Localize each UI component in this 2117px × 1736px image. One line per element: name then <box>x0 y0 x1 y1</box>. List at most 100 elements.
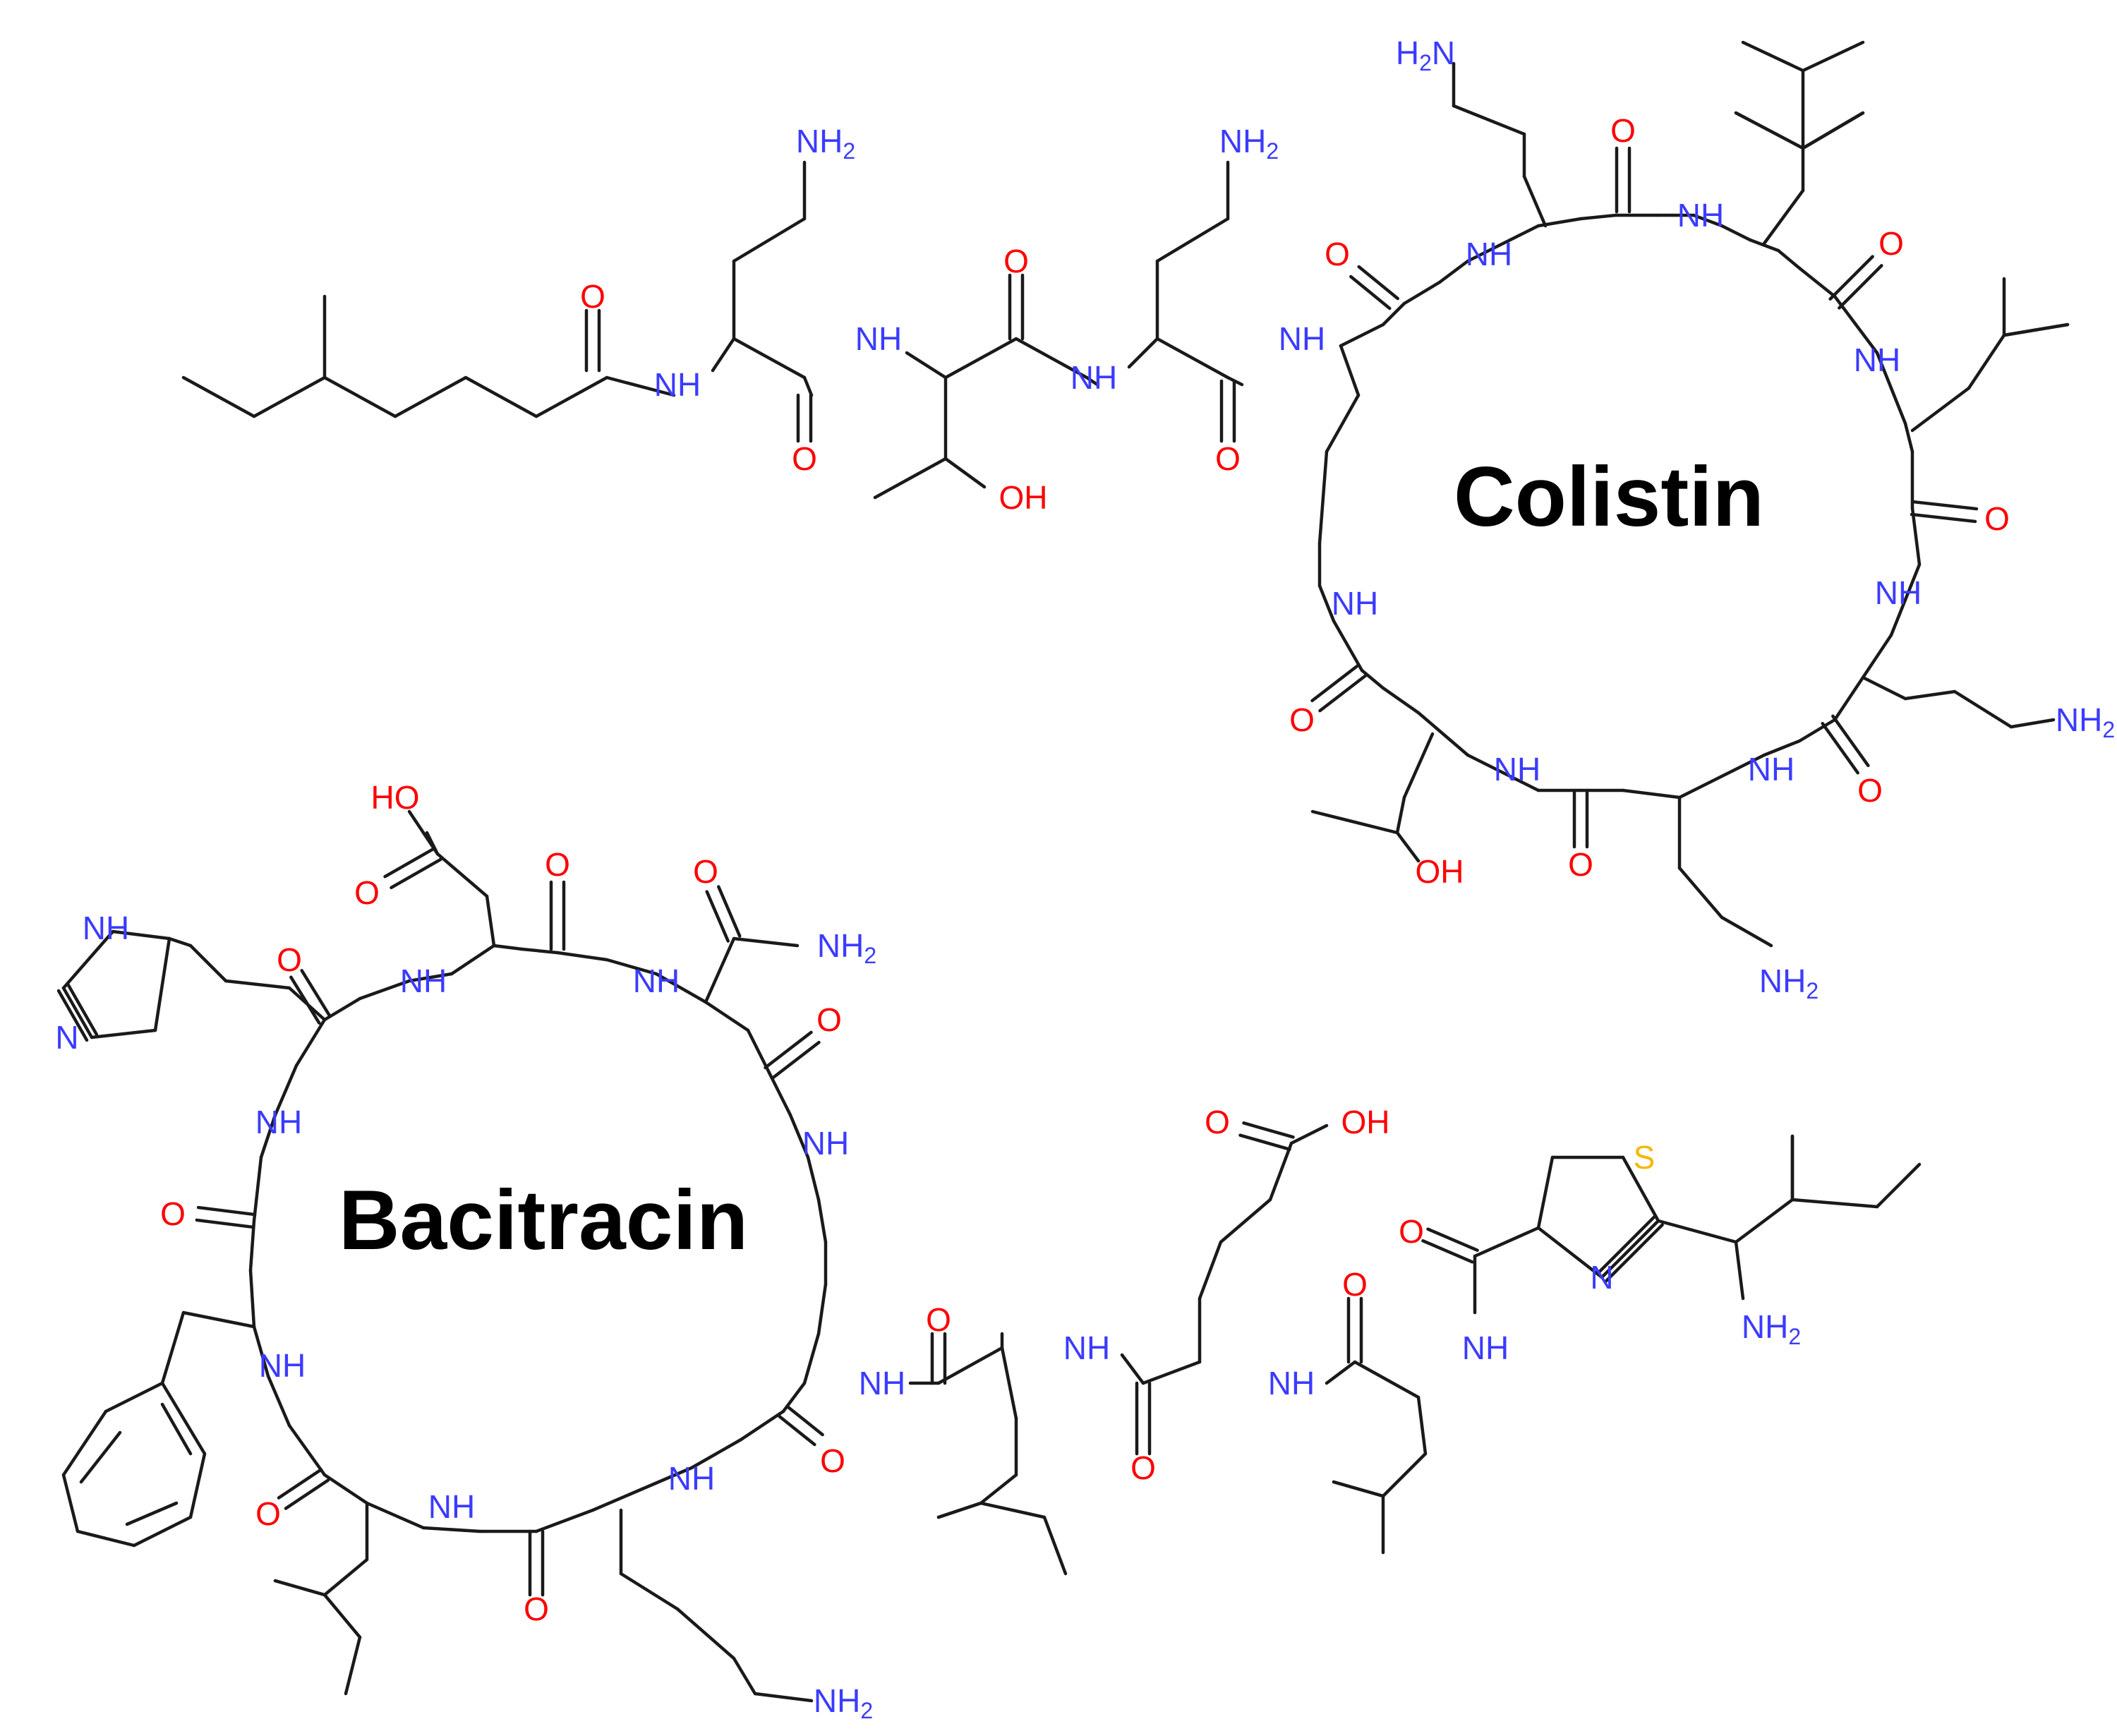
colistin-ring <box>1776 248 1802 270</box>
colistin-ring <box>1889 386 1907 426</box>
imine-bond <box>56 989 89 1042</box>
bacitracin-ring <box>806 1155 821 1202</box>
colistin-ring <box>1691 213 1724 228</box>
carbonyl-bond <box>390 857 442 890</box>
bacitracin-ring <box>605 958 658 976</box>
side-chain <box>435 852 489 898</box>
tail-chain <box>534 375 609 418</box>
colistin-ring <box>1339 323 1385 348</box>
bacitracin-ring <box>273 1063 298 1117</box>
nh-group: NH <box>1854 342 1900 378</box>
phenyl-ring <box>160 1381 207 1456</box>
bond-lines <box>56 40 2070 1703</box>
carbonyl-bond <box>705 890 730 943</box>
side-chain <box>1677 866 1724 920</box>
amine-group: NH2 <box>1219 123 1279 164</box>
bacitracin-ring <box>492 944 524 951</box>
nh-group: NH <box>400 963 447 999</box>
colistin-ring <box>1854 323 1879 355</box>
colistin-ring <box>1402 280 1442 306</box>
nh-group: NH <box>1677 197 1724 234</box>
backbone <box>1473 1226 1540 1258</box>
side-chain <box>1790 1198 1879 1209</box>
side-chain <box>1967 333 2006 390</box>
colistin-ring <box>1903 562 1922 602</box>
side-chain <box>273 1579 327 1597</box>
oxygen-atom: O <box>1610 112 1636 149</box>
bacitracin-ring <box>520 947 560 955</box>
backbone <box>1353 1360 1421 1399</box>
hydroxyl-group: HO <box>371 779 420 816</box>
bacitracin-ring <box>788 1113 810 1159</box>
colistin-ring <box>1381 686 1421 715</box>
backbone <box>1155 337 1230 380</box>
amine-group: NH2 <box>814 1682 873 1723</box>
amine-group: H2N <box>1396 35 1455 76</box>
tail-chain <box>393 375 468 418</box>
carbonyl-bond <box>717 885 742 938</box>
carbonyl-bond <box>764 1030 813 1070</box>
side-chain <box>188 944 228 983</box>
nh-group: NH <box>654 366 701 403</box>
side-chain <box>1801 40 1865 73</box>
colistin-ring <box>1861 633 1893 680</box>
side-chain <box>1452 104 1526 136</box>
oxygen-atom: O <box>1289 701 1315 738</box>
thiazoline-ring <box>1621 1155 1660 1223</box>
side-chain <box>322 1593 362 1639</box>
colistin-ring <box>1317 584 1336 623</box>
imidazoline-ring <box>61 986 94 1039</box>
colistin-ring <box>1910 506 1922 567</box>
backbone <box>1120 1353 1145 1385</box>
carbonyl-bond <box>277 1468 323 1500</box>
colistin-ring <box>1762 739 1802 757</box>
imine-bond <box>1596 1215 1656 1275</box>
carbonyl-bond <box>778 1414 816 1447</box>
bacitracin-ring <box>739 1409 785 1442</box>
colistin-ring <box>1833 294 1858 327</box>
sulfur-atom: S <box>1634 1139 1655 1176</box>
colistin-ring <box>1416 711 1470 757</box>
colistin-ring <box>1437 259 1470 284</box>
bacitracin-ring <box>802 1332 821 1385</box>
side-chain <box>732 936 800 948</box>
carbonyl-bond <box>1242 1121 1295 1139</box>
bacitracin-ring <box>287 1423 327 1477</box>
side-chain <box>1656 1219 1738 1244</box>
colistin-label: Colistin <box>1454 450 1764 544</box>
nh-group: NH <box>1875 574 1922 611</box>
nh-group: NH <box>255 1104 302 1140</box>
bacitracin-ring <box>252 1155 263 1223</box>
aromatic-bond <box>160 1402 193 1456</box>
nitrogen-atom: N <box>1590 1259 1613 1296</box>
imidazoline-ring <box>61 929 115 990</box>
amine-bond <box>1734 1240 1745 1301</box>
bacitracin-ring <box>358 979 411 1001</box>
aromatic-bond <box>125 1501 179 1526</box>
backbone <box>936 1346 1004 1385</box>
carbonyl-bond <box>196 1205 257 1217</box>
nh-group: NH <box>1332 585 1378 622</box>
hydroxyl-bond <box>1395 831 1421 863</box>
side-chain <box>1903 689 1957 701</box>
bacitracin-ring <box>248 1219 256 1272</box>
imidazoline-ring <box>111 929 171 941</box>
thiazoline-ring <box>1600 1219 1660 1279</box>
side-chain <box>1910 386 1971 433</box>
colistin-ring <box>1889 598 1907 637</box>
bacitracin-ring <box>767 1071 792 1117</box>
nh-group: NH <box>1279 320 1325 357</box>
side-chain <box>1522 174 1548 228</box>
colistin-ring <box>1875 351 1893 390</box>
carbonyl-bond <box>1911 500 1979 511</box>
side-chain <box>1801 111 1865 150</box>
oxygen-atom: O <box>816 1001 842 1038</box>
nh-group: NH <box>1268 1365 1315 1402</box>
side-chain <box>1268 1141 1293 1202</box>
amine-group: NH2 <box>1742 1308 1801 1349</box>
tail-chain <box>252 375 327 418</box>
tail-chain <box>322 375 397 418</box>
oxygen-atom: O <box>1003 243 1029 279</box>
side-chain <box>160 1310 186 1385</box>
